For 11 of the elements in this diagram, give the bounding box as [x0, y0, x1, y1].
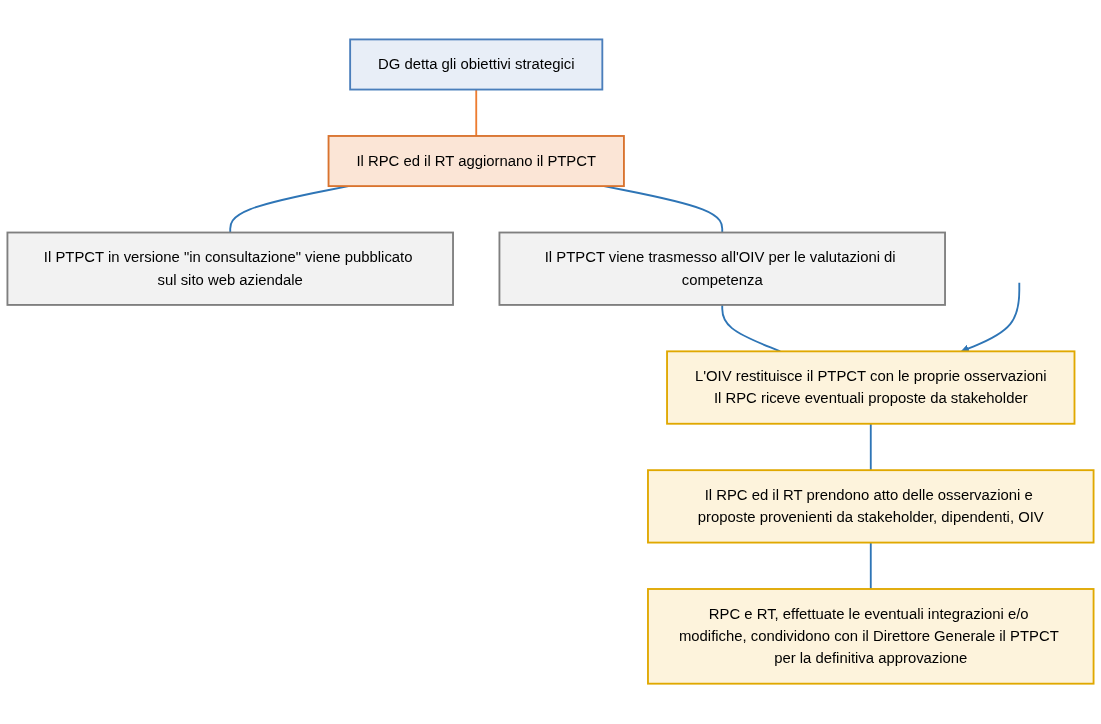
connector: [869, 423, 872, 472]
node-box: Il RPC ed il RT aggiornano il PTPCT: [327, 135, 625, 188]
node-box: DG detta gli obiettivi strategici: [349, 38, 604, 91]
node-box: Il PTPCT viene trasmesso all'OIV per le valutazioni di competenza: [498, 232, 946, 307]
connector: [869, 542, 872, 591]
node-box: L'OIV restituisce il PTPCT con le proprie osservazioni Il RPC riceve eventuali proposte da stakeholder: [666, 350, 1076, 426]
arrow: [960, 282, 1021, 353]
node-box: RPC e RT, effettuate le eventuali integrazioni e/o modifiche, condividono con il Direttore Generale il PTPCT per la definitiva approvazione: [647, 588, 1095, 686]
connector: [475, 89, 478, 138]
node-box: Il PTPCT in versione "in consultazione" viene pubblicato sul sito web aziendale: [6, 232, 454, 307]
node-box: Il RPC ed il RT prendono atto delle osservazioni e proposte provenienti da stakeholder, dipendenti, OIV: [647, 469, 1095, 544]
